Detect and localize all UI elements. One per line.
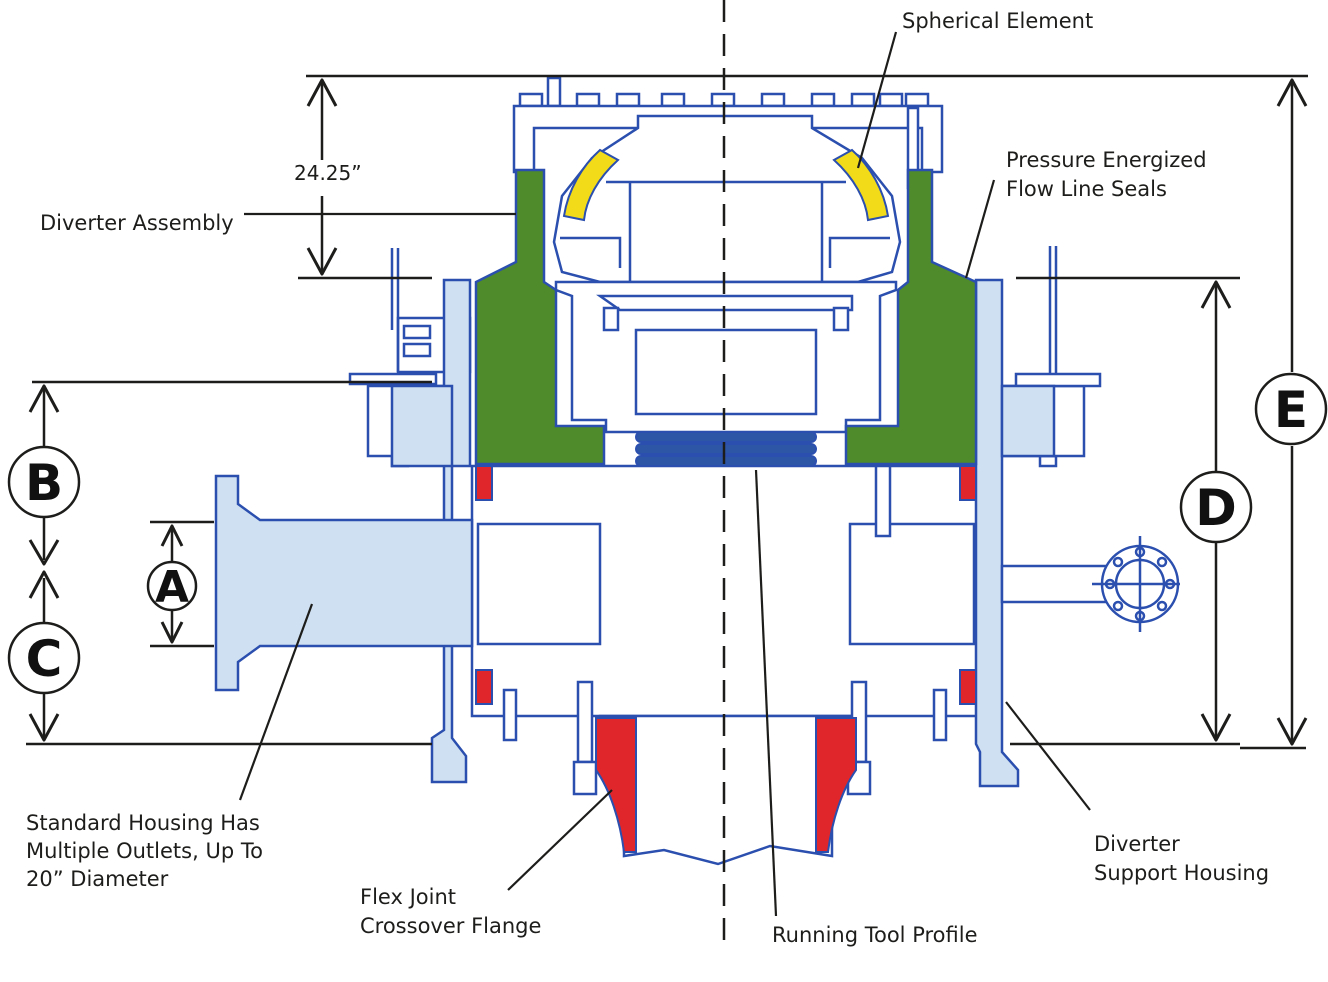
label-pressure-seals-1: Pressure Energized	[1006, 148, 1207, 172]
marker-a: A	[155, 562, 189, 613]
crossover-left-red	[595, 717, 637, 853]
marker-d-circle	[1179, 470, 1253, 544]
top-bolts	[518, 76, 930, 108]
red-seals	[475, 465, 977, 853]
crossover-flange	[598, 714, 854, 866]
marker-c: C	[26, 630, 63, 688]
green-left	[474, 168, 606, 466]
marker-b: B	[25, 454, 63, 512]
marker-b-circle	[7, 445, 81, 519]
label-pressure-seals-2: Flow Line Seals	[1006, 177, 1167, 201]
marker-a-circle	[146, 560, 198, 612]
dome-body	[552, 114, 902, 284]
marker-c-circle	[7, 621, 81, 695]
marker-e: E	[1274, 381, 1308, 439]
label-standard-housing-2: Multiple Outlets, Up To	[26, 839, 263, 863]
label-running-tool: Running Tool Profile	[772, 923, 978, 947]
crossover-right-red	[815, 717, 857, 853]
label-dimension-24: 24.25”	[294, 161, 362, 185]
leader-lines	[238, 31, 1091, 917]
diverter-assembly	[474, 168, 978, 466]
green-right	[844, 168, 978, 466]
dimension-lines	[26, 74, 1308, 750]
label-standard-housing-3: 20” Diameter	[26, 867, 169, 891]
spherical-element	[562, 148, 890, 222]
running-tool-rings	[635, 431, 817, 467]
label-diverter-assembly: Diverter Assembly	[40, 211, 234, 235]
label-flex-joint-1: Flex Joint	[360, 885, 456, 909]
dimension-arrows	[28, 78, 1308, 746]
label-spherical-element: Spherical Element	[902, 9, 1093, 33]
left-outlet	[214, 474, 474, 692]
right-outlet-flange	[1092, 536, 1180, 632]
label-support-housing-1: Diverter	[1094, 832, 1180, 856]
label-flex-joint-2: Crossover Flange	[360, 914, 541, 938]
marker-e-circle	[1254, 372, 1328, 446]
support-housing	[214, 278, 1138, 788]
label-standard-housing-1: Standard Housing Has	[26, 811, 260, 835]
dimension-markers	[7, 372, 1328, 695]
marker-d: D	[1195, 479, 1237, 537]
label-support-housing-2: Support Housing	[1094, 861, 1269, 885]
